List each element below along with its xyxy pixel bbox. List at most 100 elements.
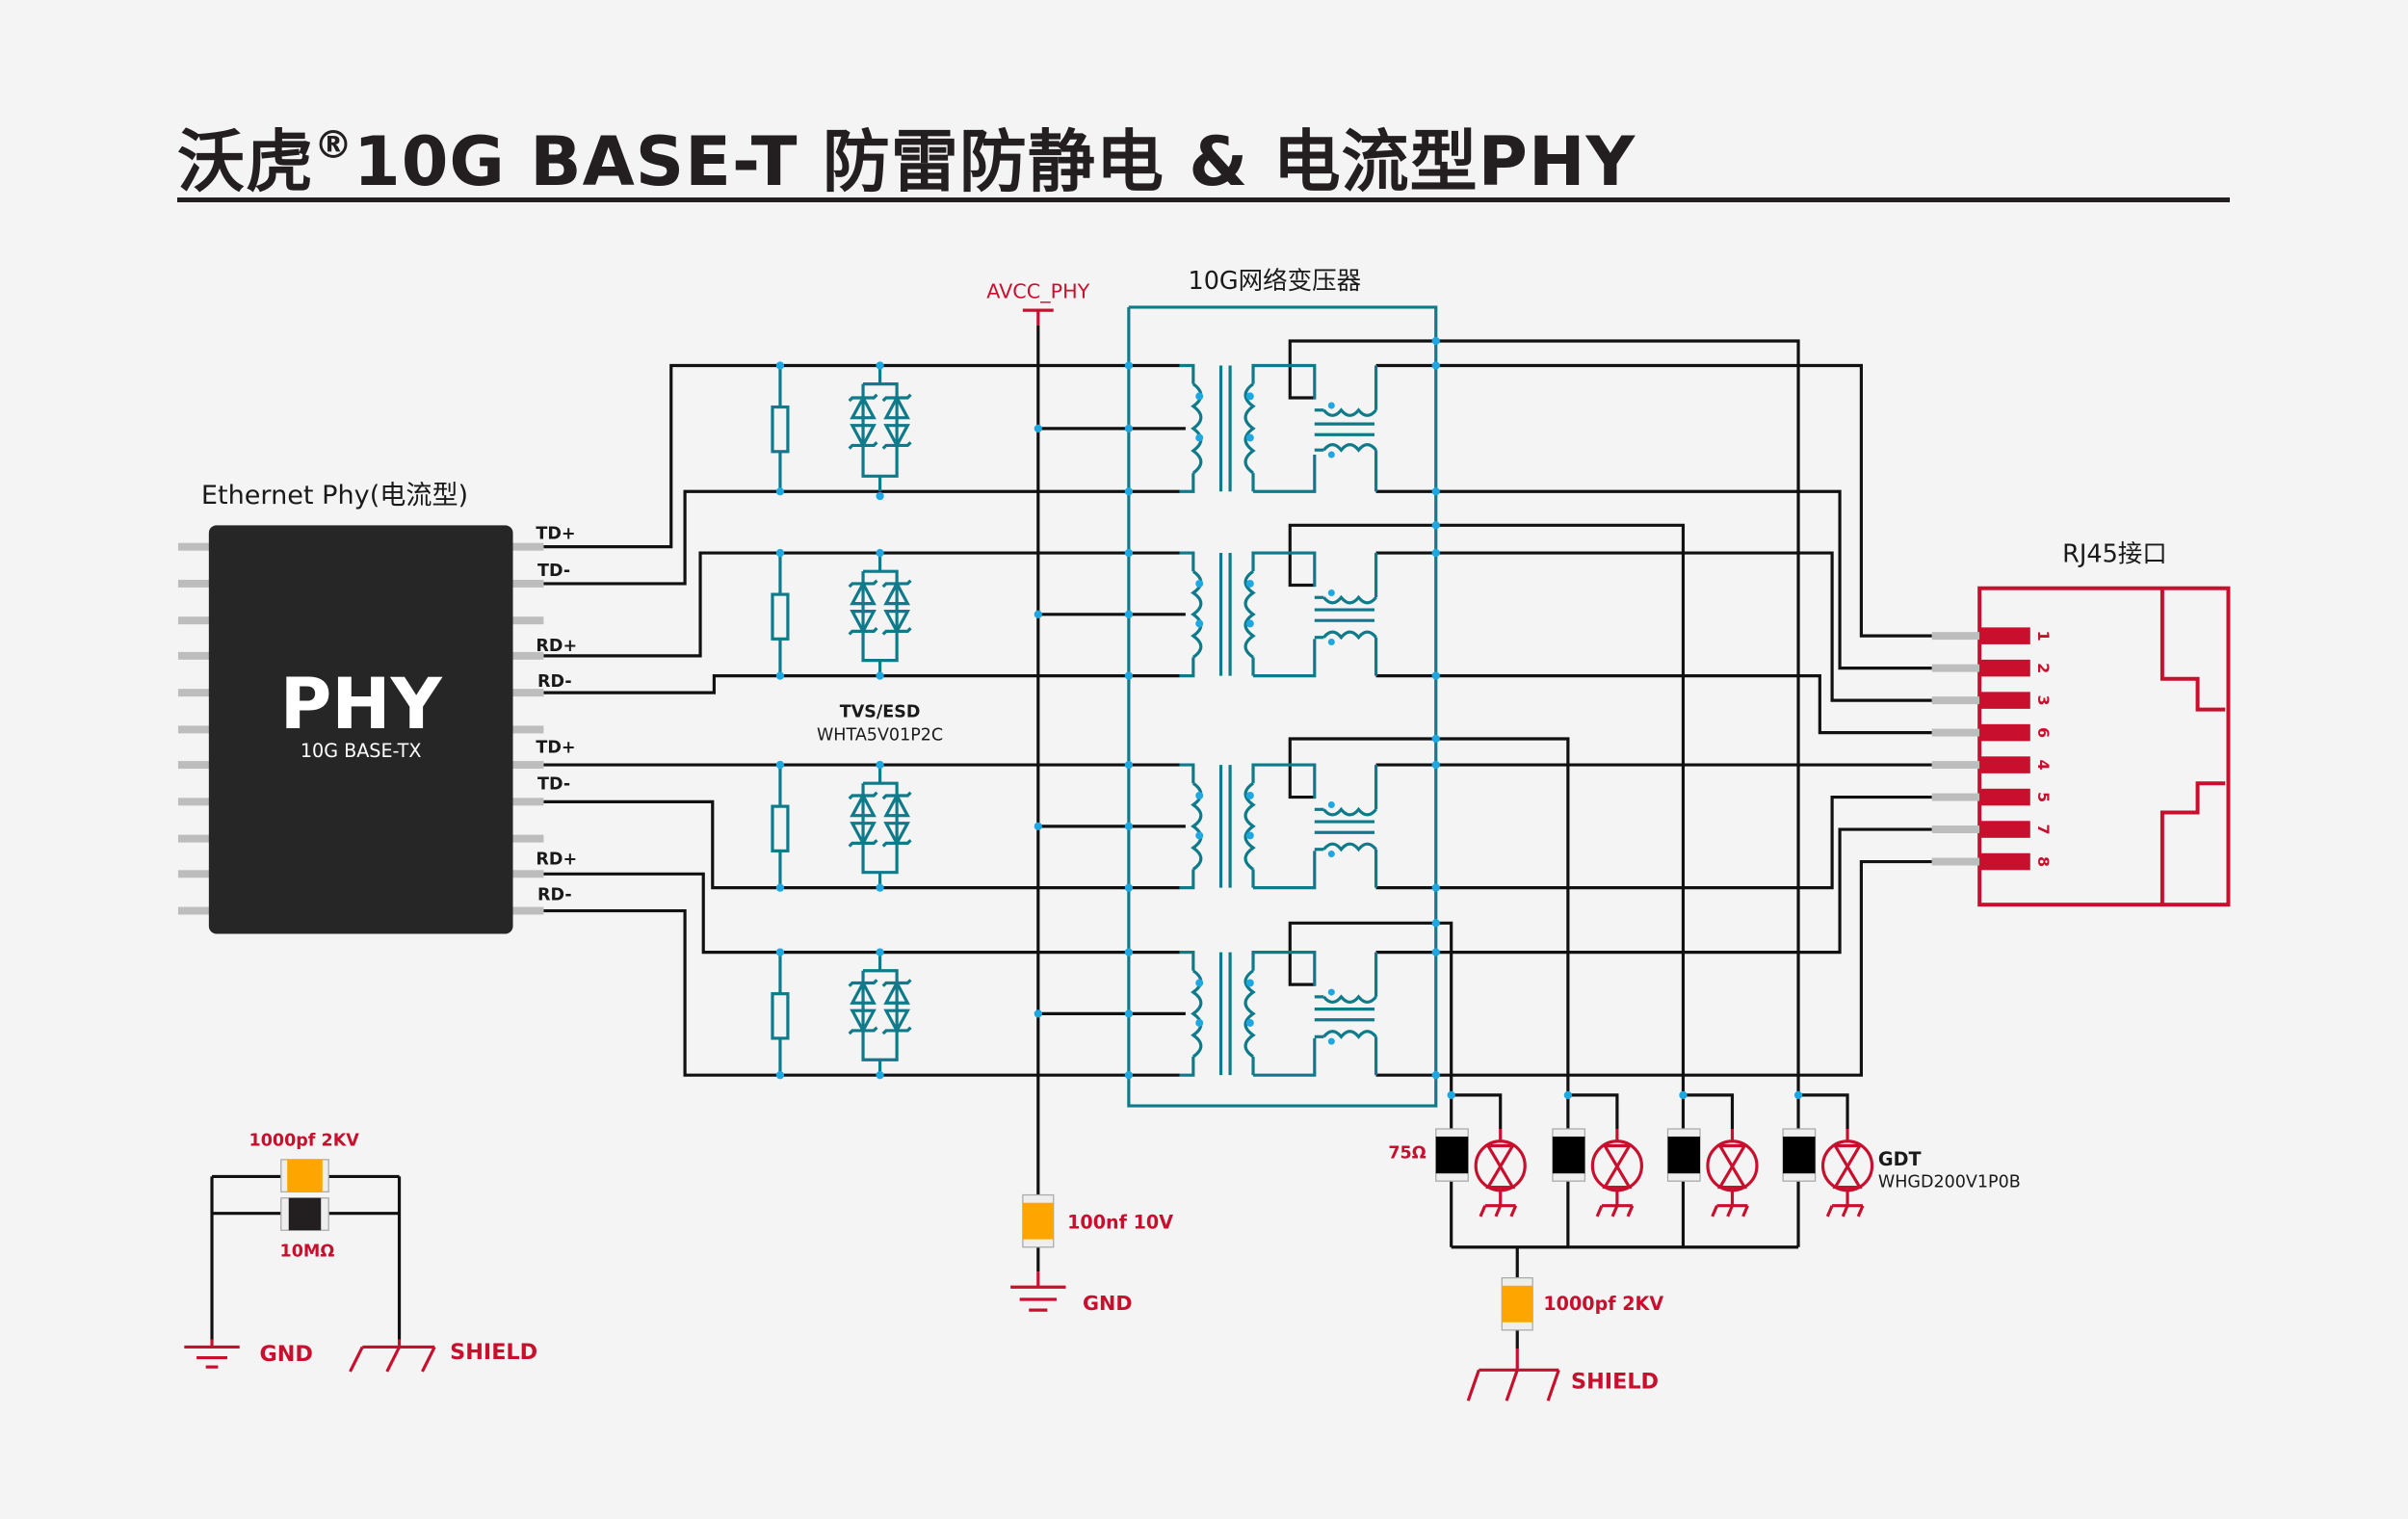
phy-chip-sublabel: 10G BASE-TX xyxy=(301,740,422,762)
phy-pin-right xyxy=(510,870,544,878)
junction-dot xyxy=(1034,822,1042,831)
polarity-dot xyxy=(1195,619,1204,628)
chassis-ground-tick xyxy=(1841,1205,1849,1218)
tvs-zener-bar xyxy=(881,979,912,987)
phy-pin-right xyxy=(510,616,544,625)
components xyxy=(280,1128,1817,1331)
polarity-dot xyxy=(1245,619,1254,628)
wire-to-rj45-pin-2 xyxy=(1435,489,1932,670)
tvs-diode xyxy=(850,580,877,606)
tvs-diode xyxy=(883,792,910,818)
legend-cap-label: 1000pf 2KV xyxy=(249,1132,360,1151)
transformer-winding xyxy=(1243,969,1256,1059)
junction-dot xyxy=(1679,1090,1688,1100)
wire-to-rj45-pin-8 xyxy=(1435,859,1932,1077)
legend-shield-label: SHIELD xyxy=(450,1340,537,1365)
junction-dot xyxy=(1124,883,1134,892)
polarity-dot xyxy=(1195,979,1204,987)
junction-dot xyxy=(876,361,884,370)
rj45-pin-number: 3 xyxy=(2034,695,2053,706)
junction-dot xyxy=(1431,671,1440,680)
junction-dot xyxy=(1124,487,1134,496)
wire-to-rj45-pin-5 xyxy=(1435,795,1932,890)
polarity-dot xyxy=(1327,988,1335,996)
wire-to-rj45-pin-3 xyxy=(1435,551,1932,702)
junction-dot xyxy=(876,671,884,680)
wire-rd-plus-2 xyxy=(543,872,1129,955)
gnd-label: GND xyxy=(1083,1292,1133,1315)
tvs-diode xyxy=(850,822,877,847)
rj45-pin-number: 4 xyxy=(2034,760,2053,771)
wire xyxy=(1253,1037,1317,1077)
legend-shield-tick xyxy=(385,1346,401,1373)
phy-pin-left xyxy=(177,798,213,806)
phy-pin-left xyxy=(177,542,213,551)
junction-dot xyxy=(775,948,785,956)
tvs-zener-bar xyxy=(848,441,878,450)
junction-dot xyxy=(1034,1009,1042,1018)
phy-pin-right xyxy=(510,798,544,806)
gdt-title: GDT xyxy=(1878,1148,1922,1170)
common-mode-choke-winding xyxy=(1322,443,1377,453)
common-mode-choke-winding xyxy=(1322,407,1377,417)
wire-rd-minus-2 xyxy=(543,908,1129,1077)
junction-dot xyxy=(1034,424,1042,433)
pin-label-td-plus-1: TD+ xyxy=(536,525,575,544)
phy-pin-left xyxy=(177,616,213,625)
rj45-pin-contact xyxy=(1979,692,2030,709)
decoupling-cap-label: 100nf 10V xyxy=(1067,1212,1173,1234)
transformer-winding xyxy=(1243,781,1256,871)
chassis-ground-tick xyxy=(1595,1205,1604,1218)
phy-pin-left xyxy=(177,761,213,770)
red-symbols xyxy=(184,308,1874,1401)
junction-dot xyxy=(876,1071,884,1080)
tvs-zener-bar xyxy=(848,627,878,636)
junction-dot xyxy=(775,1071,785,1080)
rj45-pin-lead xyxy=(1931,696,1980,705)
polarity-dot xyxy=(1327,589,1335,597)
phy-pin-right xyxy=(510,651,544,660)
wire xyxy=(1251,763,1317,799)
transformer-channel xyxy=(1179,551,1378,678)
wire xyxy=(1179,869,1195,890)
junction-dot xyxy=(1124,548,1134,558)
junction-dot xyxy=(1431,487,1440,496)
transformer-title: 10G网络变压器 xyxy=(1188,267,1361,296)
tvs-zener-bar xyxy=(848,839,878,848)
rj45-pin-contact xyxy=(1979,659,2030,677)
tvs-diode xyxy=(850,394,877,420)
wire xyxy=(1179,951,1195,971)
junction-dot xyxy=(1431,361,1440,370)
junction-dot xyxy=(1431,336,1440,346)
junction-dot xyxy=(1431,760,1440,770)
common-mode-choke-winding xyxy=(1322,594,1377,605)
gdt-electrodes xyxy=(1485,1143,1516,1190)
termination-resistor xyxy=(771,592,790,641)
tvs-diode xyxy=(850,792,877,818)
chassis-ground-tick xyxy=(1509,1205,1518,1218)
tvs-zener-bar xyxy=(848,393,878,403)
rj45-pin-number: 7 xyxy=(2034,825,2053,835)
gdt-part-number: WHGD200V1P0B xyxy=(1878,1173,2021,1192)
phy-pin-left xyxy=(177,870,213,878)
junction-dot xyxy=(775,883,785,892)
wire xyxy=(1253,851,1317,890)
phy-chip: Ethernet Phy(电流型) PHY 10G BASE-TX TD+ TD… xyxy=(177,481,577,934)
title-divider xyxy=(177,197,2230,202)
polarity-dot xyxy=(1195,392,1204,401)
rj45-title: RJ45接口 xyxy=(2062,540,2167,569)
polarity-dot xyxy=(1195,433,1204,442)
common-mode-choke-winding xyxy=(1322,630,1377,641)
common-mode-choke-winding xyxy=(1322,806,1377,817)
tvs-zener-bar xyxy=(848,579,878,589)
termination-resistor xyxy=(771,992,790,1040)
polarity-dot xyxy=(1245,979,1254,987)
avcc-net-label: AVCC_PHY xyxy=(986,279,1089,303)
tvs-zener-bar xyxy=(881,579,912,589)
phy-pin-right xyxy=(510,579,544,588)
junction-dot xyxy=(1124,671,1134,680)
chassis-ground-tick xyxy=(1741,1205,1749,1218)
rj45-latch-lower xyxy=(2159,781,2226,905)
tvs-title: TVS/ESD xyxy=(840,703,921,722)
